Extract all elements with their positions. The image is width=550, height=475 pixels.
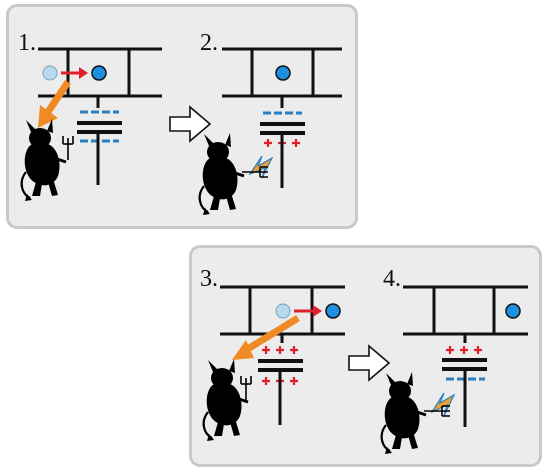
- info-arrow: [232, 315, 300, 360]
- transition-arrow: [348, 344, 391, 382]
- capacitor: [77, 110, 122, 185]
- particle: [325, 303, 341, 319]
- step-2: 2.: [198, 30, 342, 217]
- step-1: 1.: [18, 30, 162, 203]
- move-arrow: [294, 305, 322, 317]
- upper-charge-positive: [446, 346, 482, 354]
- ladder-structure: [403, 285, 528, 343]
- step-number: 4.: [383, 266, 401, 292]
- capacitor: [442, 346, 487, 427]
- upper-charge-positive: [262, 346, 298, 354]
- demon: [198, 131, 269, 217]
- demon: [202, 357, 252, 443]
- lightning-icon: [430, 392, 456, 417]
- info-arrow: [38, 80, 71, 128]
- particle-ghost: [42, 65, 58, 81]
- demon: [380, 370, 451, 456]
- capacitor: [260, 111, 305, 188]
- move-arrow: [61, 67, 88, 79]
- particle-ghost: [275, 303, 291, 319]
- capacitor: [258, 346, 303, 425]
- transition-arrow: [169, 105, 212, 143]
- step-number: 2.: [200, 30, 218, 56]
- ladder-structure: [220, 285, 345, 343]
- step-3: 3.: [200, 266, 345, 443]
- step-4: 4.: [380, 266, 528, 456]
- particle: [275, 65, 291, 81]
- particle: [505, 303, 521, 319]
- step-number: 3.: [200, 266, 218, 292]
- demon: [20, 117, 74, 203]
- step-number: 1.: [18, 30, 36, 56]
- ladder-structure: [222, 47, 342, 108]
- particle: [91, 65, 107, 81]
